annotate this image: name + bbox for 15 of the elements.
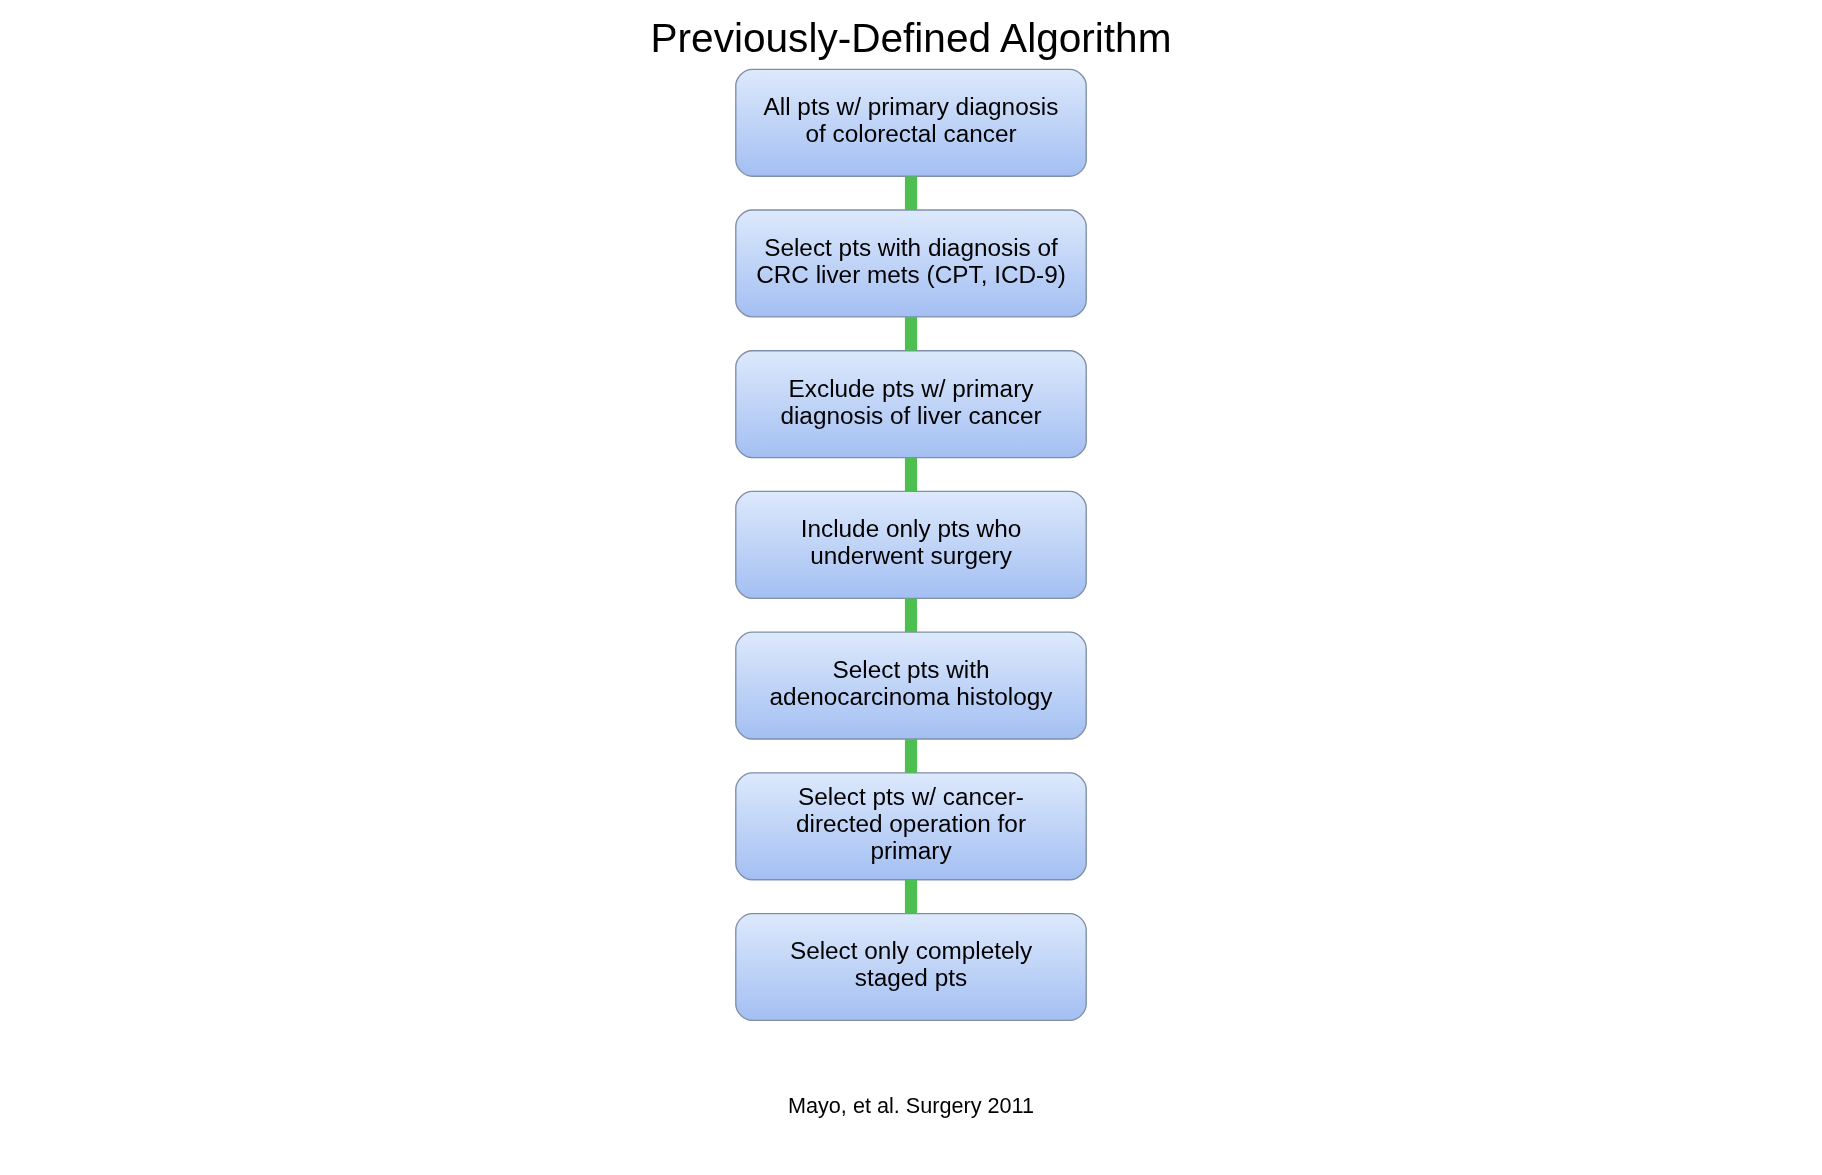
label: Mayo, et al. Surgery 2011 [787,1092,1035,1118]
node-box: Select pts with diagnosis of CRC liver mets (CPT, ICD-9) [735,209,1087,318]
connector [904,317,918,351]
diagram-title: Previously-Defined Algorithm [650,14,1172,61]
connector [904,598,918,633]
connector [904,176,918,211]
node-box: Select pts w/ cancer-directed operation for primary [735,772,1087,881]
connector [904,739,918,773]
connector [904,457,918,492]
node-box: Select only completely staged pts [735,912,1087,1022]
node-box: Include only pts who underwent surgery [735,490,1087,599]
node-box: Exclude pts w/ primary diagnosis of liver cancer [735,350,1087,459]
node-box: Select pts with adenocarcinoma histology [735,631,1087,740]
connector [904,879,918,914]
node-box: All pts w/ primary diagnosis of colorectal cancer [735,68,1087,177]
